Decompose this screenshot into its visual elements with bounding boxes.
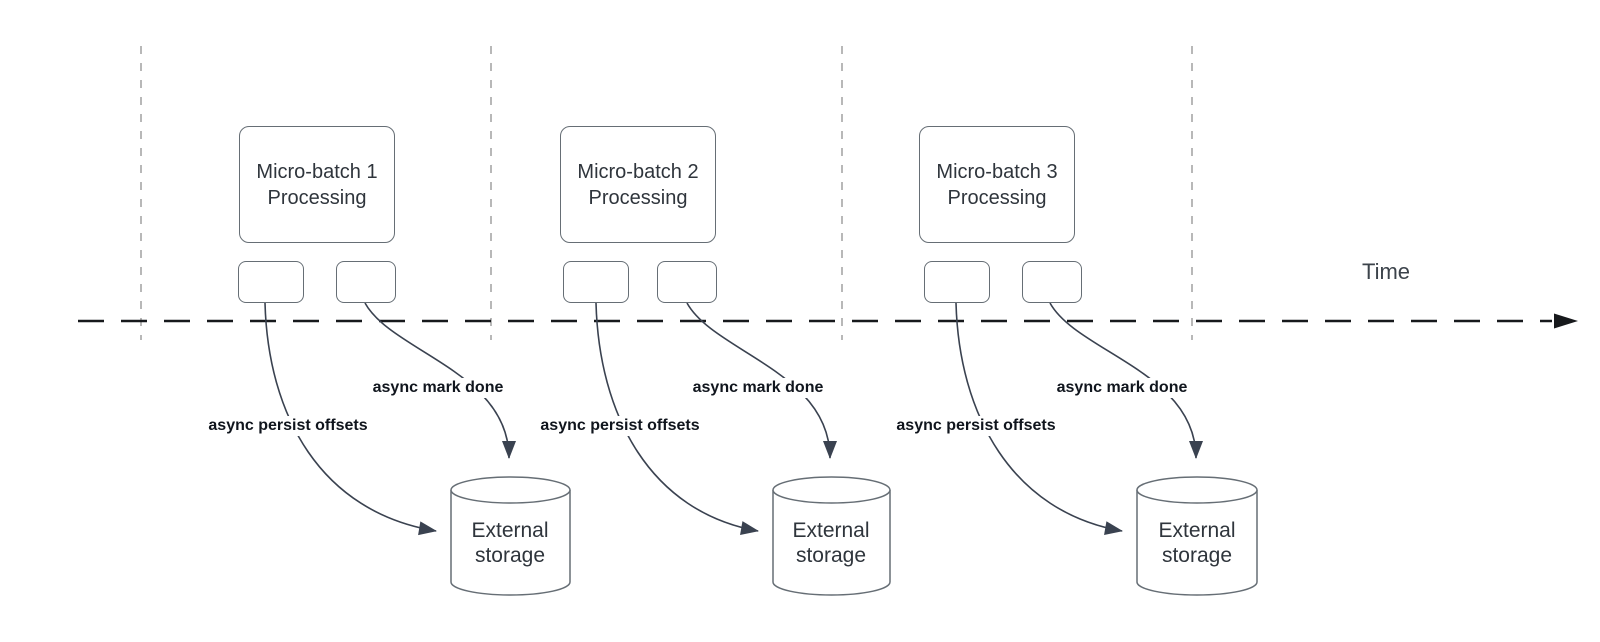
external-storage-line2: storage	[795, 544, 867, 567]
micro-batch-title-line1: Micro-batch 2	[577, 160, 699, 183]
storage-cylinder-body	[450, 490, 571, 596]
persist-offsets-arrow	[955, 302, 1123, 535]
storage-cylinder-body	[772, 490, 891, 596]
mark-done-source-box	[1022, 261, 1082, 303]
external-storage-label: External storage	[471, 518, 548, 568]
persist-offsets-source-box	[924, 261, 990, 303]
time-axis-label: Time	[1361, 259, 1411, 284]
storage-cylinder-top	[772, 476, 891, 504]
persist-offsets-label: async persist offsets	[893, 416, 1059, 436]
persist-offsets-source-box	[238, 261, 304, 303]
external-storage-line2: storage	[1161, 544, 1233, 567]
mark-done-arrow	[686, 302, 837, 459]
persist-offsets-arrow	[264, 302, 437, 536]
storage-cylinder-top	[1136, 476, 1258, 504]
external-storage-label: External storage	[1158, 518, 1235, 568]
external-storage-line1: External	[792, 519, 870, 542]
micro-batch-title-line2: Processing	[588, 186, 688, 209]
micro-batch-title-line1: Micro-batch 3	[936, 160, 1058, 183]
storage-cylinder-top	[450, 476, 571, 504]
external-storage-line1: External	[1158, 519, 1236, 542]
micro-batch-3-box: Micro-batch 3 Processing	[919, 126, 1075, 243]
mark-done-source-box	[336, 261, 396, 303]
mark-done-arrow	[1049, 302, 1203, 459]
micro-batch-title-line1: Micro-batch 1	[256, 160, 378, 183]
mark-done-arrow	[364, 302, 516, 459]
persist-offsets-source-box	[563, 261, 629, 303]
micro-batch-title-line2: Processing	[947, 186, 1047, 209]
external-storage-line1: External	[471, 519, 549, 542]
persist-offsets-label: async persist offsets	[205, 416, 371, 436]
persist-offsets-label: async persist offsets	[537, 416, 703, 436]
mark-done-label: async mark done	[689, 378, 827, 398]
mark-done-label: async mark done	[1053, 378, 1191, 398]
external-storage-label: External storage	[792, 518, 869, 568]
persist-offsets-arrow	[595, 302, 759, 535]
micro-batch-title-line2: Processing	[267, 186, 367, 209]
external-storage-line2: storage	[474, 544, 546, 567]
timeline-arrowhead	[1554, 313, 1578, 329]
micro-batch-2-box: Micro-batch 2 Processing	[560, 126, 716, 243]
mark-done-label: async mark done	[369, 378, 507, 398]
storage-cylinder-body	[1136, 490, 1258, 596]
micro-batch-1-box: Micro-batch 1 Processing	[239, 126, 395, 243]
mark-done-source-box	[657, 261, 717, 303]
